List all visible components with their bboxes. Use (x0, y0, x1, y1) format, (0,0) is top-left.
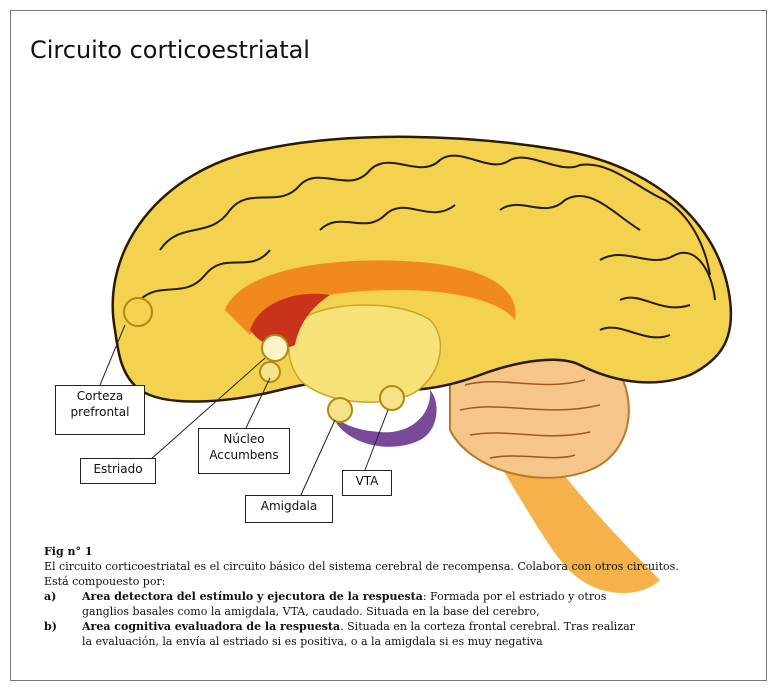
estriado-node (262, 335, 288, 361)
label-nucleo-accumbens: Núcleo Accumbens (198, 428, 290, 474)
label-amigdala: Amigdala (245, 495, 333, 523)
label-estriado: Estriado (80, 458, 156, 484)
item-a-continuation: ganglios basales como la amigdala, VTA, … (44, 604, 764, 619)
corteza-prefrontal-node (124, 298, 152, 326)
item-a-text: : Formada por el estriado y otros (423, 590, 607, 603)
caption-fig-number: Fig n° 1 (44, 544, 764, 559)
caption-intro: El circuito corticoestriatal es el circu… (44, 559, 764, 574)
caption-item-b: b) Area cognitiva evaluadora de la respu… (44, 619, 764, 634)
item-b-bold: Area cognitiva evaluadora de la respuest… (82, 620, 340, 633)
caption-composed: Está compouesto por: (44, 574, 764, 589)
thalamus (289, 305, 441, 402)
vta-node (380, 386, 404, 410)
item-a-bold: Area detectora del estímulo y ejecutora … (82, 590, 423, 603)
item-b-continuation: la evaluación, la envía al estriado si e… (44, 634, 764, 649)
label-vta: VTA (342, 470, 392, 496)
item-b-marker: b) (44, 619, 82, 634)
item-b-text: . Situada en la corteza frontal cerebral… (340, 620, 635, 633)
item-a-marker: a) (44, 589, 82, 604)
amigdala-node (328, 398, 352, 422)
figure-caption: Fig n° 1 El circuito corticoestriatal es… (44, 544, 764, 649)
label-corteza-prefrontal: Corteza prefrontal (55, 385, 145, 435)
caption-item-a: a) Area detectora del estímulo y ejecuto… (44, 589, 764, 604)
